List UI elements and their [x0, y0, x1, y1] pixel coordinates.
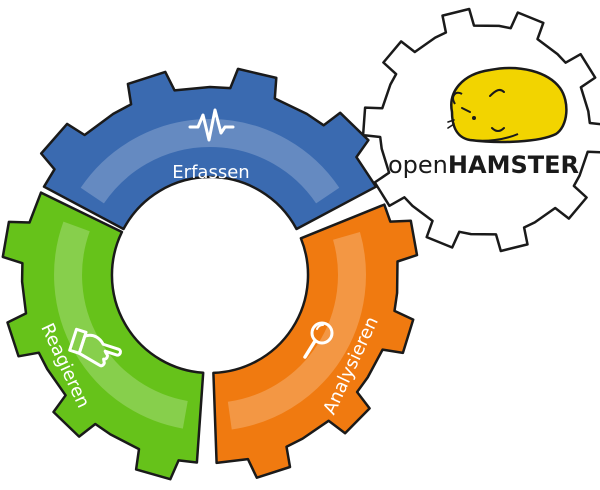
brand-prefix: open — [388, 151, 448, 179]
magnifier-icon — [303, 321, 334, 359]
brand-name: HAMSTER — [448, 151, 579, 179]
segment-reagieren: Reagieren — [1, 191, 205, 481]
segment-analysieren: Analysieren — [212, 203, 419, 479]
segment-erfassen: Erfassen — [39, 67, 378, 231]
pointing-hand-icon — [68, 327, 122, 368]
hamster-icon — [447, 66, 568, 144]
segment-label-erfassen: Erfassen — [172, 162, 249, 183]
pulse-icon — [188, 108, 235, 142]
brand-wordmark: openHAMSTER — [388, 151, 579, 179]
